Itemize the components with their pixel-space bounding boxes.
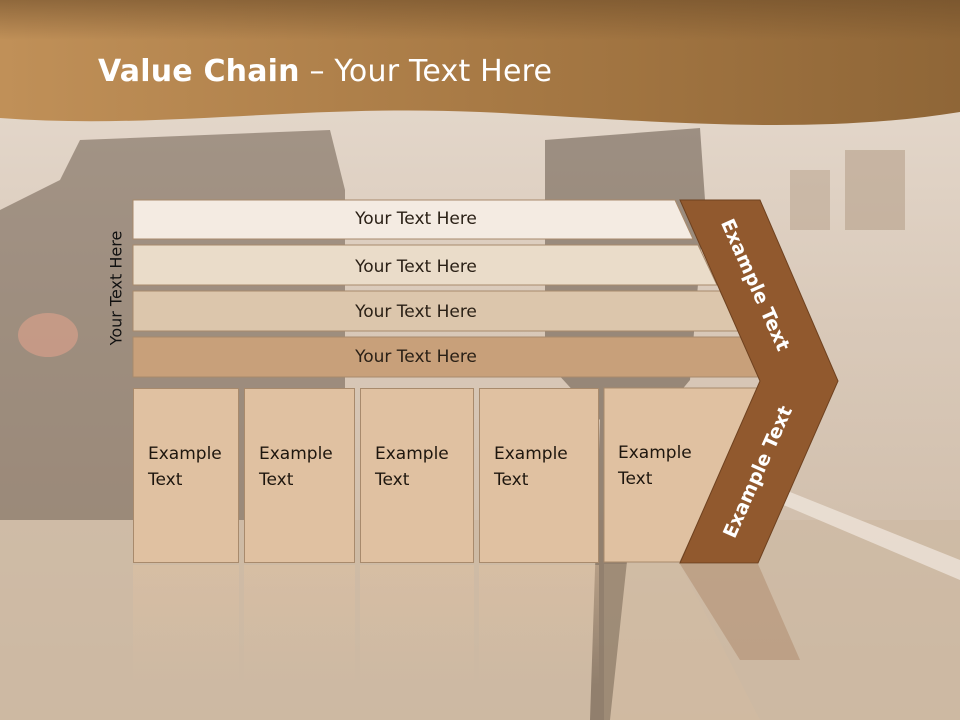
title-rest: – Your Text Here — [299, 54, 553, 89]
row-bar-2 — [132, 244, 718, 286]
title-bold: Value Chain — [98, 54, 300, 89]
row-label-1: Your Text Here — [355, 209, 477, 229]
row-label-3: Your Text Here — [355, 302, 477, 322]
row-label-2: Your Text Here — [355, 257, 477, 277]
row-bar-1 — [132, 199, 694, 240]
slide-title: Value Chain – Your Text Here — [98, 54, 552, 89]
cell-reflection-2 — [244, 565, 355, 685]
cell-reflection-1 — [133, 565, 239, 685]
cell-reflection-3 — [360, 565, 474, 685]
cell-reflection-4 — [479, 565, 599, 685]
chevron-arrow — [679, 199, 839, 564]
row-label-4: Your Text Here — [355, 347, 477, 367]
